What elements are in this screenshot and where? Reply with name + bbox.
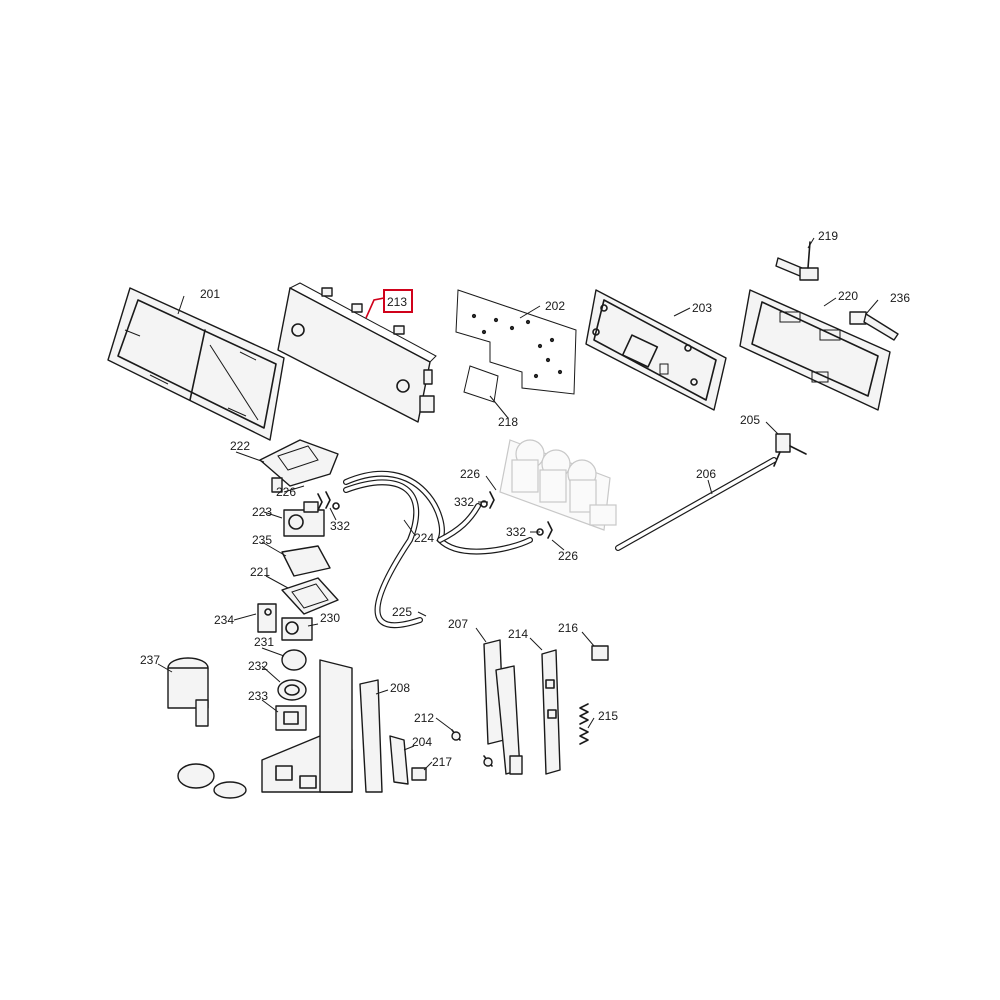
part-234-fitting xyxy=(257,603,277,633)
callout-218: 218 xyxy=(498,415,518,429)
callout-221: 221 xyxy=(250,565,270,579)
part-231-knob xyxy=(281,649,307,671)
part-233-bracket xyxy=(275,705,307,731)
callout-217: 217 xyxy=(432,755,452,769)
callout-219: 219 xyxy=(818,229,838,243)
callout-208: 208 xyxy=(390,681,410,695)
callout-236: 236 xyxy=(890,291,910,305)
callout-231: 231 xyxy=(254,635,274,649)
callout-237: 237 xyxy=(140,653,160,667)
part-232-ring xyxy=(277,679,307,701)
part-206-rod xyxy=(615,457,777,551)
part-201-panel-frame xyxy=(107,287,285,441)
callout-232: 232 xyxy=(248,659,268,673)
callout-207: 207 xyxy=(448,617,468,631)
part-214-rail xyxy=(541,649,561,775)
highlight-box-213 xyxy=(383,289,413,313)
part-223-pump xyxy=(283,501,325,537)
callout-213: 213 xyxy=(387,295,407,309)
callout-216: 216 xyxy=(558,621,578,635)
water-tank-housing xyxy=(177,659,353,799)
solenoid-valve-block-reference xyxy=(499,439,617,531)
part-203-board-housing xyxy=(585,289,727,411)
callout-235: 235 xyxy=(252,533,272,547)
part-230-fitting xyxy=(281,617,313,641)
part-221-gasket xyxy=(281,577,339,615)
callout-226-b: 226 xyxy=(276,485,296,499)
callout-203: 203 xyxy=(692,301,712,315)
part-212-screw xyxy=(451,729,493,767)
part-216-clip xyxy=(591,645,609,661)
callout-224: 224 xyxy=(414,531,434,545)
callout-201: 201 xyxy=(200,287,220,301)
leader-lines xyxy=(157,237,879,771)
part-215-spring xyxy=(579,703,589,745)
callout-205: 205 xyxy=(740,413,760,427)
callout-332-a: 332 xyxy=(454,495,474,509)
part-237-motor xyxy=(167,657,209,727)
part-220-frame xyxy=(739,289,891,411)
callout-234: 234 xyxy=(214,613,234,627)
part-222-cover xyxy=(259,439,339,493)
callout-226-a: 226 xyxy=(460,467,480,481)
callout-214: 214 xyxy=(508,627,528,641)
part-213-front-panel xyxy=(277,282,437,423)
part-205-valve xyxy=(773,433,807,467)
callout-220: 220 xyxy=(838,289,858,303)
callout-332-b: 332 xyxy=(330,519,350,533)
callout-204: 204 xyxy=(412,735,432,749)
hoses xyxy=(343,470,533,629)
part-208-strip xyxy=(359,679,383,793)
part-204-bracket xyxy=(389,735,409,785)
part-236-clip xyxy=(849,311,899,341)
part-207-lever xyxy=(483,639,523,775)
callout-202: 202 xyxy=(545,299,565,313)
callout-332-c: 332 xyxy=(506,525,526,539)
part-217-clip xyxy=(411,767,427,781)
connectors xyxy=(317,491,553,539)
callout-206: 206 xyxy=(696,467,716,481)
callout-233: 233 xyxy=(248,689,268,703)
callout-222: 222 xyxy=(230,439,250,453)
callout-223: 223 xyxy=(252,505,272,519)
callout-215: 215 xyxy=(598,709,618,723)
callout-230: 230 xyxy=(320,611,340,625)
part-218-pad xyxy=(463,365,499,403)
part-219-clip xyxy=(775,241,819,281)
callout-212: 212 xyxy=(414,711,434,725)
part-202-circuit-board xyxy=(455,289,577,395)
callout-225: 225 xyxy=(392,605,412,619)
callout-labels: 201 213 202 203 219 220 236 218 205 222 … xyxy=(140,229,910,769)
callout-226-c: 226 xyxy=(558,549,578,563)
part-235-plate xyxy=(281,545,331,577)
